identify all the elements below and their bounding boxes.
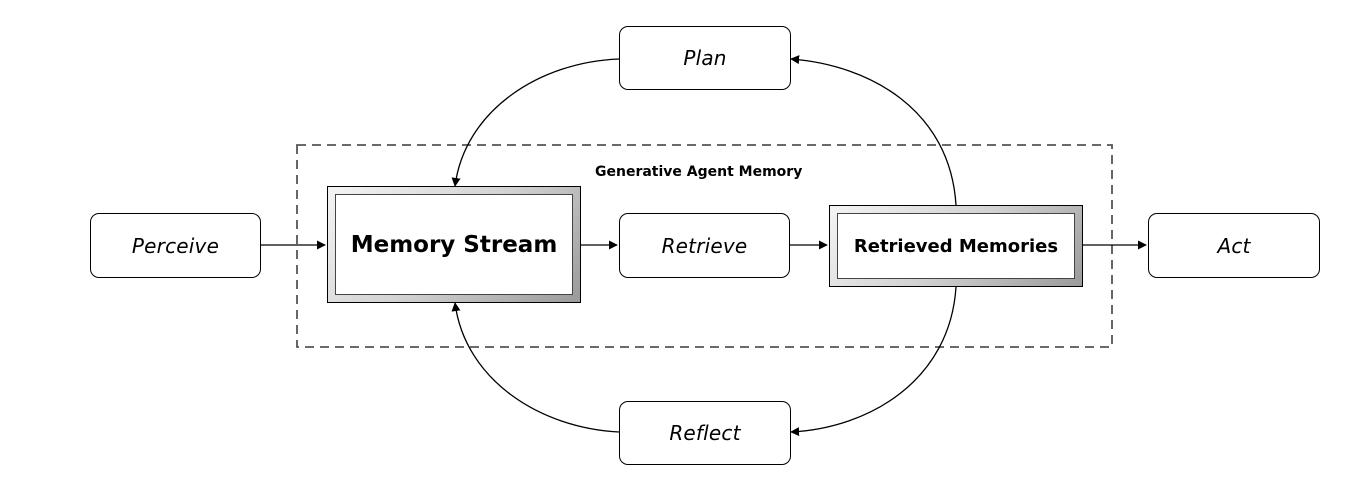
node-retrieve: Retrieve — [619, 213, 790, 278]
edge-retrieved-memories-to-plan — [790, 55, 957, 206]
node-plan: Plan — [619, 26, 791, 90]
node-memory-stream-face: Memory Stream — [335, 194, 573, 295]
edge-reflect-to-memory-stream — [451, 302, 620, 433]
node-retrieved-memories: Retrieved Memories — [829, 205, 1083, 287]
node-act-label: Act — [1217, 233, 1251, 258]
node-retrieved-memories-label: Retrieved Memories — [853, 235, 1059, 257]
node-act: Act — [1148, 213, 1320, 278]
group-label: Generative Agent Memory — [595, 164, 803, 180]
node-reflect: Reflect — [619, 401, 791, 465]
node-plan-label: Plan — [683, 46, 727, 70]
node-reflect-label: Reflect — [669, 421, 741, 445]
node-retrieve-label: Retrieve — [661, 233, 748, 258]
memory-group-boundary — [296, 144, 1113, 348]
node-retrieved-memories-face: Retrieved Memories — [837, 213, 1075, 279]
node-memory-stream-label: Memory Stream — [350, 231, 558, 258]
edge-retrieved-memories-to-reflect — [790, 286, 957, 437]
node-perceive: Perceive — [90, 213, 261, 278]
node-memory-stream: Memory Stream — [327, 186, 581, 303]
edge-plan-to-memory-stream — [451, 58, 620, 187]
node-perceive-label: Perceive — [131, 233, 220, 258]
